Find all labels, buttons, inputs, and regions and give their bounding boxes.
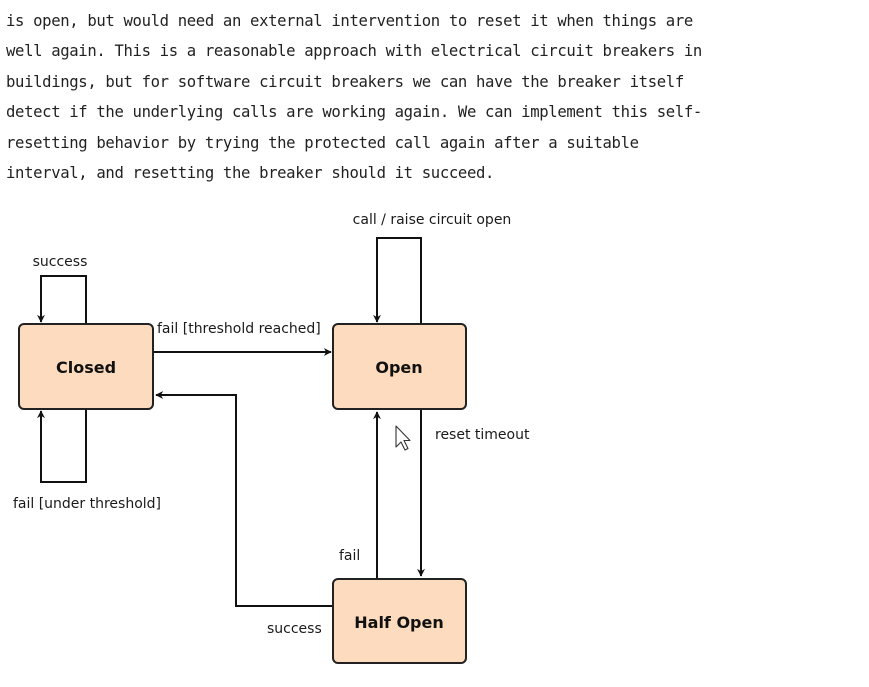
text-line: resetting behavior by trying the protect… (6, 133, 639, 152)
open-self-loop (373, 237, 422, 324)
text-line: buildings, but for software circuit brea… (6, 72, 684, 91)
open-self-label: call / raise circuit open (353, 212, 512, 228)
closed-fail-under-label: fail [under threshold] (13, 496, 161, 512)
state-closed: Closed (18, 323, 154, 410)
article-text: is open, but would need an external inte… (6, 6, 856, 188)
text-line: interval, and resetting the breaker shou… (6, 164, 495, 183)
closed-success-label: success (33, 254, 88, 270)
mouse-cursor-icon (395, 425, 411, 451)
state-closed-label: Closed (56, 358, 116, 377)
state-open-label: Open (375, 358, 422, 377)
half-to-closed-label: success (267, 621, 322, 637)
open-to-half-label: reset timeout (435, 427, 530, 443)
half-to-closed-edge (155, 391, 332, 607)
closed-success-loop (37, 275, 87, 324)
text-line: is open, but would need an external inte… (6, 12, 693, 30)
half-to-open-label: fail (339, 548, 360, 564)
text-line: detect if the underlying calls are worki… (6, 103, 702, 122)
closed-fail-under-loop (37, 410, 87, 483)
text-line: well again. This is a reasonable approac… (6, 42, 702, 61)
closed-to-open-label: fail [threshold reached] (157, 321, 321, 337)
state-open: Open (332, 323, 467, 410)
state-half-open: Half Open (332, 578, 467, 664)
state-half-open-label: Half Open (354, 613, 444, 632)
